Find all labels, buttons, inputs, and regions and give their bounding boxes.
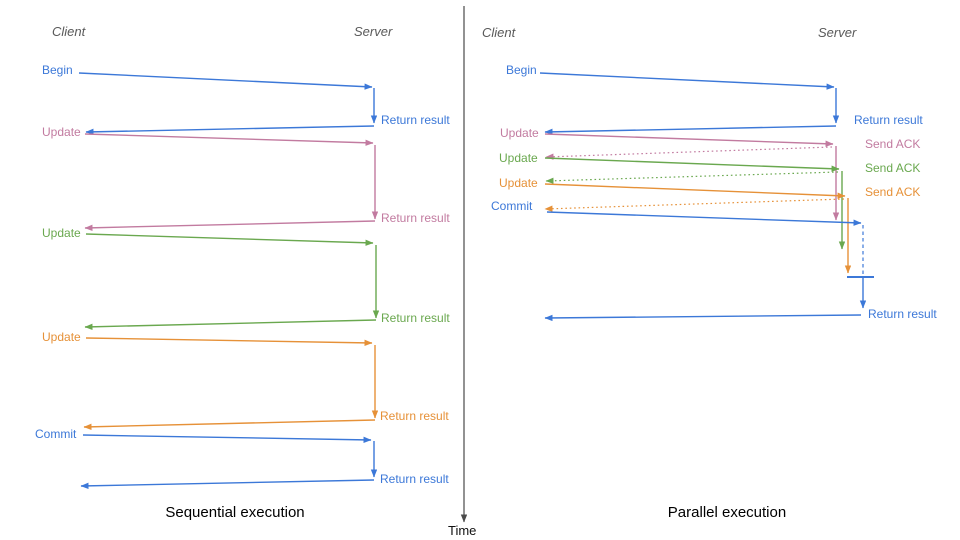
request-arrow [78, 72, 373, 90]
seq-msg-update1-response: Return result [381, 211, 450, 225]
par-flow-begin [539, 72, 840, 136]
response-arrow [80, 479, 375, 490]
par-msg-update3-label: Update [499, 176, 538, 190]
par-client-header: Client [482, 25, 516, 40]
request-arrow [546, 211, 862, 226]
seq-msg-begin-label: Begin [42, 63, 73, 77]
seq-server-header: Server [354, 24, 393, 39]
response-arrow [544, 125, 837, 136]
seq-flow-update3 [83, 337, 379, 431]
par-server-header: Server [818, 25, 857, 40]
ack-arrow-dotted [545, 146, 833, 160]
seq-msg-update3-label: Update [42, 330, 81, 344]
seq-msg-begin-response: Return result [381, 113, 450, 127]
ack-arrow-dotted [545, 171, 839, 184]
seq-msg-commit-label: Commit [35, 427, 77, 441]
seq-flow-commit [80, 434, 378, 490]
par-msg-commit-response: Return result [868, 307, 937, 321]
par-flow-update2 [544, 157, 846, 250]
sequential-caption: Sequential execution [165, 504, 305, 521]
request-arrow [85, 233, 374, 246]
seq-msg-update1-label: Update [42, 125, 81, 139]
par-msg-update2-label: Update [499, 151, 538, 165]
par-flow-update1 [544, 133, 840, 221]
seq-flow-begin [78, 72, 378, 136]
request-arrow [84, 133, 374, 146]
ack-arrow-dotted [544, 198, 845, 212]
request-arrow [544, 157, 840, 172]
seq-flow-update1 [84, 133, 379, 232]
par-msg-begin-label: Begin [506, 63, 537, 77]
seq-client-header: Client [52, 24, 86, 39]
par-msg-update2-ack: Send ACK [865, 161, 921, 175]
par-msg-begin-response: Return result [854, 113, 923, 127]
seq-flow-update2 [84, 233, 380, 331]
request-arrow [544, 183, 846, 199]
response-arrow [84, 319, 377, 331]
par-msg-update1-ack: Send ACK [865, 137, 921, 151]
seq-msg-update2-label: Update [42, 226, 81, 240]
par-msg-update3-ack: Send ACK [865, 185, 921, 199]
response-arrow [84, 220, 376, 232]
par-flow-update3 [544, 183, 852, 274]
seq-msg-update3-response: Return result [380, 409, 449, 423]
seq-msg-update2-response: Return result [381, 311, 450, 325]
response-arrow [83, 419, 376, 431]
parallel-caption: Parallel execution [667, 504, 787, 521]
seq-msg-commit-response: Return result [380, 472, 449, 486]
response-arrow [544, 314, 862, 322]
request-arrow [544, 133, 834, 147]
request-arrow [85, 337, 373, 347]
par-msg-commit-label: Commit [491, 199, 533, 213]
request-arrow [539, 72, 835, 90]
request-arrow [82, 434, 372, 444]
response-arrow [85, 125, 375, 136]
time-axis-label: Time [448, 523, 477, 538]
par-msg-update1-label: Update [500, 126, 539, 140]
par-flow-commit [544, 211, 874, 322]
